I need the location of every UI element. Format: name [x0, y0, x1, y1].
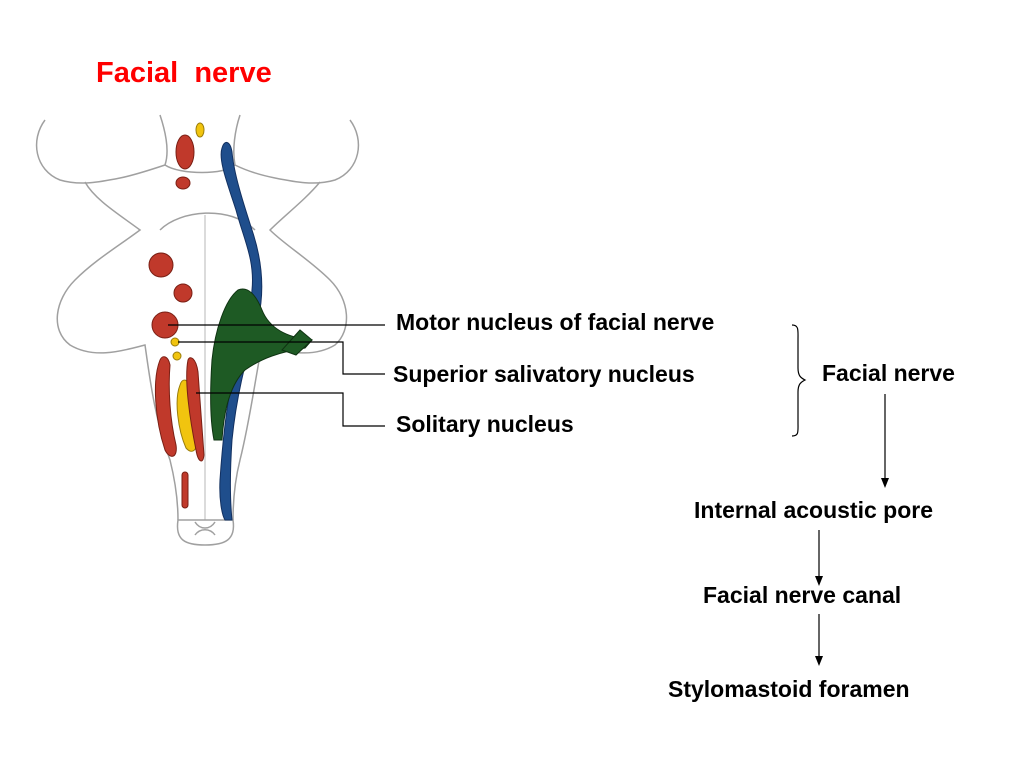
superior-salivatory-nucleus	[170, 337, 180, 347]
nucleus-red-mid-1	[148, 252, 174, 278]
nucleus-yellow-top-1	[195, 122, 205, 138]
label-superior-salivatory-nucleus: Superior salivatory nucleus	[393, 361, 695, 387]
leader-lines	[168, 324, 385, 427]
label-facial-nerve-group: Facial nerve	[822, 360, 955, 386]
label-motor-nucleus: Motor nucleus of facial nerve	[396, 309, 715, 335]
nucleus-red-bottom	[181, 471, 189, 509]
nucleus-red-column-left	[154, 356, 177, 457]
nucleus-red-top-1	[175, 134, 195, 170]
leader-solitary-nucleus	[196, 392, 385, 427]
label-internal-acoustic-pore: Internal acoustic pore	[694, 497, 934, 523]
nucleus-red-top-2	[175, 176, 191, 190]
leader-superior-salivatory	[178, 341, 385, 375]
slide-title: Facial nerve	[96, 57, 272, 89]
grouping-brace	[791, 324, 807, 437]
label-facial-nerve-canal: Facial nerve canal	[703, 582, 902, 608]
nucleus-red-mid-2	[173, 283, 193, 303]
nerve-tract-blue	[219, 142, 263, 521]
brainstem-outline	[35, 114, 360, 546]
label-stylomastoid-foramen: Stylomastoid foramen	[668, 676, 910, 702]
label-solitary-nucleus: Solitary nucleus	[396, 411, 574, 437]
pathway-arrows	[815, 394, 889, 666]
facial-nerve-fibers-green	[210, 288, 314, 441]
nucleus-red-column-right	[186, 357, 205, 462]
nucleus-yellow-small	[172, 351, 182, 361]
